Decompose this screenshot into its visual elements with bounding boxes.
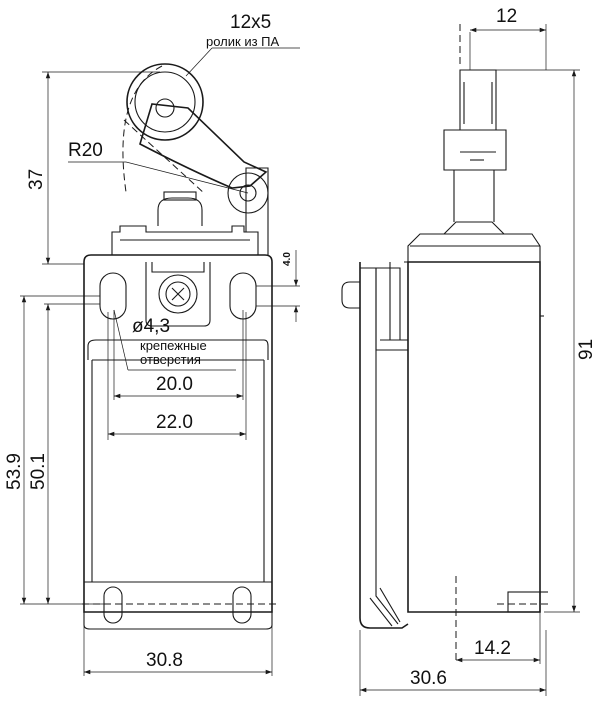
dim-spacing-outer-label: 22.0 bbox=[156, 412, 193, 433]
dim-spacing-inner-label: 20.0 bbox=[156, 374, 193, 395]
dim-height-50-1-label: 50.1 bbox=[28, 453, 49, 490]
side-view bbox=[341, 24, 552, 664]
hole-note-line2: отверстия bbox=[140, 352, 201, 367]
side-view-dimensions bbox=[359, 24, 580, 696]
hole-diameter-label: ø4,3 bbox=[132, 316, 170, 337]
front-view-dimensions bbox=[20, 47, 300, 676]
labels: 12x5 ролик из ПА R20 ø4,3 крепежные отве… bbox=[4, 6, 597, 689]
dim-actuator-height-label: 37 bbox=[26, 169, 47, 190]
hole-note-line1: крепежные bbox=[140, 338, 207, 353]
dim-front-width-label: 30.8 bbox=[146, 650, 183, 671]
dim-height-53-9-label: 53.9 bbox=[4, 453, 25, 490]
arm-radius-label: R20 bbox=[68, 140, 103, 161]
dim-side-offset-label: 14.2 bbox=[474, 638, 511, 659]
dim-hole-offset-label: 4.0 bbox=[282, 252, 293, 266]
front-view bbox=[82, 63, 276, 630]
roller-size-label: 12x5 bbox=[230, 12, 271, 33]
dim-total-height-label: 91 bbox=[576, 339, 597, 360]
roller-material-label: ролик из ПА bbox=[206, 34, 279, 49]
dim-roller-width-label: 12 bbox=[496, 6, 517, 27]
dim-side-width-label: 30.6 bbox=[410, 668, 447, 689]
